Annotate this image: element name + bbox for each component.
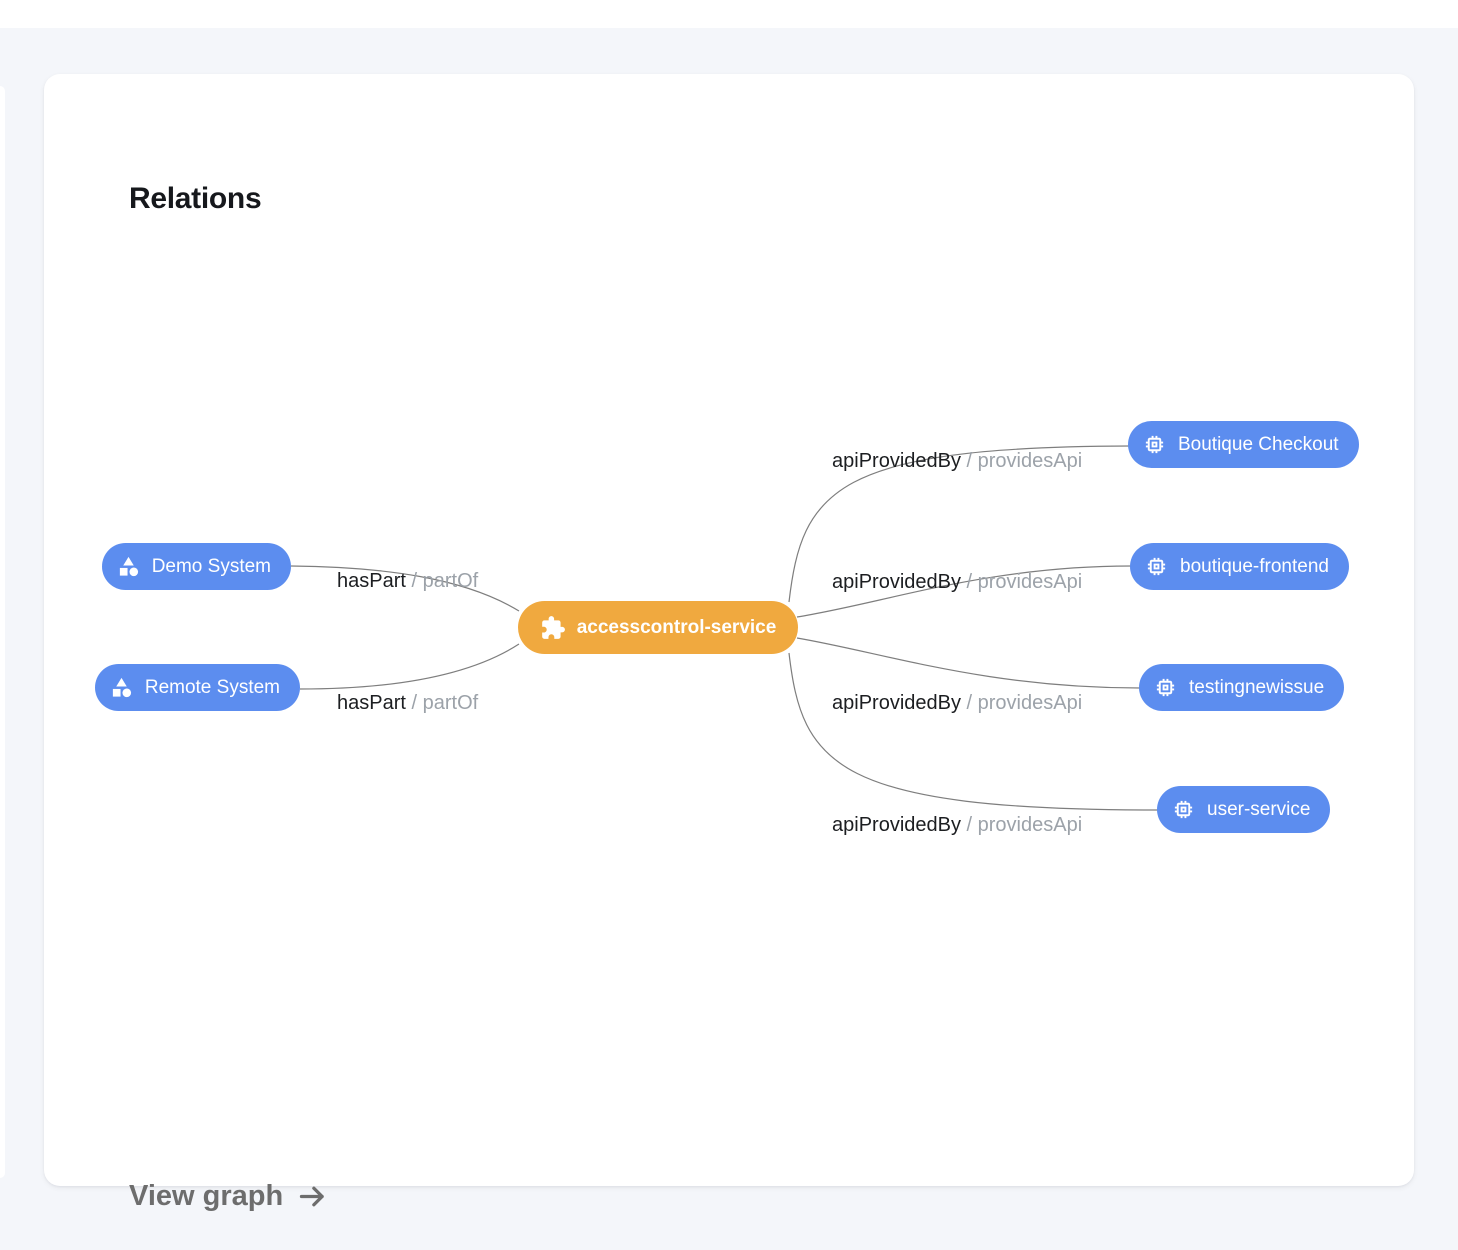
edge-label: apiProvidedBy / providesApi xyxy=(832,814,1082,837)
node-accesscontrol-service[interactable]: accesscontrol-service xyxy=(518,601,798,654)
memory-icon xyxy=(1172,798,1195,821)
edge-label: apiProvidedBy / providesApi xyxy=(832,692,1082,715)
node-boutique-checkout[interactable]: Boutique Checkout xyxy=(1128,421,1359,468)
node-label: boutique-frontend xyxy=(1180,556,1329,578)
memory-icon xyxy=(1143,433,1166,456)
node-label: user-service xyxy=(1207,799,1310,821)
edge-label: hasPart / partOf xyxy=(337,570,478,593)
edge-label: apiProvidedBy / providesApi xyxy=(832,571,1082,594)
edge-label: apiProvidedBy / providesApi xyxy=(832,450,1082,473)
node-demo-system[interactable]: Demo System xyxy=(102,543,291,590)
edge-line xyxy=(789,653,1158,810)
node-user-service[interactable]: user-service xyxy=(1157,786,1330,833)
node-testingnewissue[interactable]: testingnewissue xyxy=(1139,664,1344,711)
edge-label: hasPart / partOf xyxy=(337,692,478,715)
memory-icon xyxy=(1154,676,1177,699)
node-remote-system[interactable]: Remote System xyxy=(95,664,300,711)
node-label: testingnewissue xyxy=(1189,677,1324,699)
node-label: Boutique Checkout xyxy=(1178,434,1339,456)
category-icon xyxy=(117,555,140,578)
node-label: accesscontrol-service xyxy=(577,617,777,639)
extension-icon xyxy=(540,615,566,641)
node-label: Demo System xyxy=(152,556,271,578)
edge-line xyxy=(797,638,1140,688)
memory-icon xyxy=(1145,555,1168,578)
edge-line xyxy=(300,644,519,689)
category-icon xyxy=(110,676,133,699)
node-label: Remote System xyxy=(145,677,280,699)
node-boutique-frontend[interactable]: boutique-frontend xyxy=(1130,543,1349,590)
